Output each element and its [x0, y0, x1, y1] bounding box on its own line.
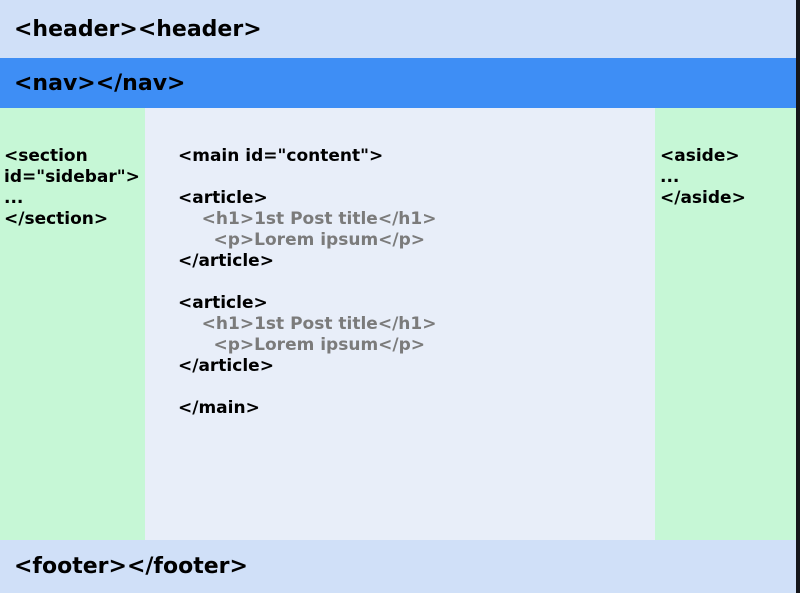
code-line: </section> — [4, 209, 109, 229]
code-line: </main> — [178, 398, 260, 418]
header-region-label: <header><header> — [14, 16, 262, 42]
header-region: <header><header> — [0, 0, 796, 58]
code-line: <h1>1st Post title</h1> — [178, 314, 437, 334]
code-line — [178, 272, 655, 293]
code-line — [178, 377, 655, 398]
code-line: <p>Lorem ipsum</p> — [178, 230, 426, 250]
code-line: <aside> — [660, 146, 740, 166]
code-line: ... — [660, 167, 680, 187]
code-line: </article> — [178, 356, 274, 376]
code-line: <article> — [178, 293, 268, 313]
code-line: <article> — [178, 188, 268, 208]
main-region: <main id="content"> <article> <h1>1st Po… — [145, 108, 655, 540]
nav-region-label: <nav></nav> — [14, 70, 186, 96]
footer-region: <footer></footer> — [0, 540, 796, 593]
nav-region: <nav></nav> — [0, 58, 796, 108]
code-line: id="sidebar"> — [4, 167, 140, 187]
code-line: <section — [4, 146, 88, 166]
code-line: <h1>1st Post title</h1> — [178, 209, 437, 229]
code-line: <p>Lorem ipsum</p> — [178, 335, 426, 355]
code-line: ... — [4, 188, 24, 208]
code-line — [178, 167, 655, 188]
code-line: </aside> — [660, 188, 746, 208]
footer-region-label: <footer></footer> — [14, 554, 248, 579]
code-line: <main id="content"> — [178, 146, 384, 166]
code-line: </article> — [178, 251, 274, 271]
aside-region: <aside>...</aside> — [655, 108, 796, 540]
